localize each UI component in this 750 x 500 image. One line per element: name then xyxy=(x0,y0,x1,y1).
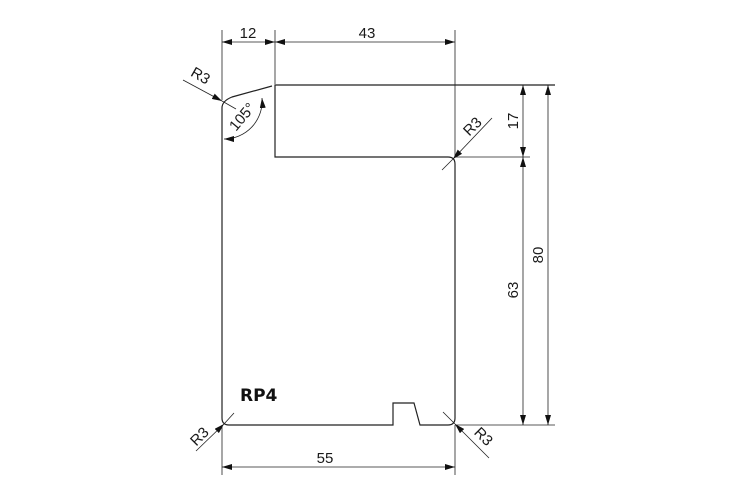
part-outline xyxy=(221,84,555,426)
dim-63: 63 xyxy=(505,282,522,299)
dim-43: 43 xyxy=(359,25,376,42)
radius-step: R3 xyxy=(460,114,486,140)
dim-80: 80 xyxy=(530,247,547,264)
dim-17: 17 xyxy=(505,113,522,130)
dim-55: 55 xyxy=(317,450,334,467)
radius-bottom-left: R3 xyxy=(187,424,213,450)
part-label: RP4 xyxy=(240,386,278,406)
dim-12: 12 xyxy=(240,25,257,42)
dim-angle-105: 105° xyxy=(226,100,259,135)
radius-bottom-right: R3 xyxy=(470,424,496,450)
extension-lines xyxy=(221,30,555,475)
dimension-lines xyxy=(182,39,551,470)
